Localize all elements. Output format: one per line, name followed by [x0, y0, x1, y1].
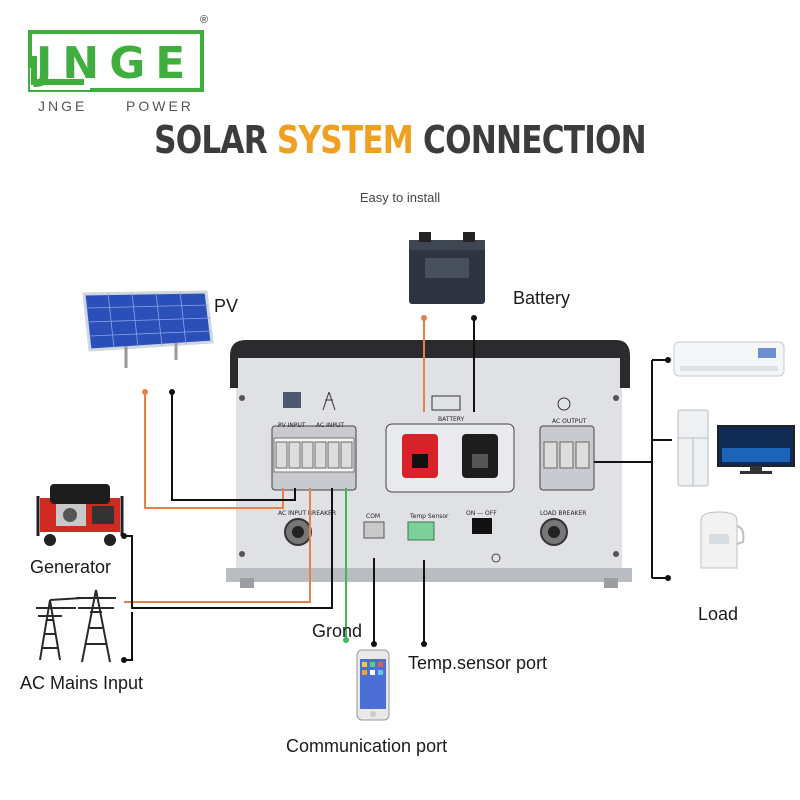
refrigerator-icon	[677, 409, 709, 487]
page-title: SOLAR SYSTEM CONNECTION	[72, 118, 728, 162]
label-ground: Grond	[312, 621, 363, 641]
smartphone-icon	[356, 649, 390, 721]
panel-label-ac-input-breaker: AC INPUT BREAKER	[278, 510, 337, 517]
panel-label-battery: BATTERY	[438, 416, 465, 423]
power-pylon-icon	[36, 589, 116, 663]
title-word-2: SYSTEM	[276, 118, 414, 162]
inverter-unit	[226, 340, 632, 588]
label-load: Load	[698, 604, 739, 624]
logo: JNGE ®	[28, 14, 208, 94]
label-pv: PV	[214, 296, 239, 316]
title-word-3: CONNECTION	[423, 118, 647, 162]
label-ac-mains: AC Mains Input	[20, 673, 144, 693]
panel-label-switch: ON — OFF	[466, 510, 497, 517]
label-battery: Battery	[513, 288, 571, 308]
panel-label-ac-output: AC OUTPUT	[552, 418, 587, 425]
panel-label-pv-input: PV INPUT	[278, 422, 306, 429]
panel-label-ac-input: AC INPUT	[316, 422, 345, 429]
logo-text: JNGE	[36, 38, 196, 89]
generator-icon	[36, 484, 124, 546]
subtitle: Easy to install	[359, 190, 441, 205]
panel-label-load-breaker: LOAD BREAKER	[540, 510, 587, 517]
battery-icon	[409, 232, 485, 304]
title-word-1: SOLAR	[154, 118, 268, 162]
panel-label-com: COM	[366, 513, 381, 520]
label-generator: Generator	[30, 557, 112, 577]
logo-subtitle-left: JNGE	[38, 98, 88, 114]
panel-label-temp-sensor: Temp Sensor	[410, 513, 449, 520]
logo-mark	[28, 30, 204, 92]
solar-panel-icon	[82, 290, 214, 368]
television-icon	[717, 425, 795, 474]
logo-subtitle-right: POWER	[126, 98, 194, 114]
air-conditioner-icon	[673, 341, 785, 377]
kettle-icon	[700, 511, 745, 569]
label-temp-sensor: Temp.sensor port	[408, 653, 548, 673]
label-communication: Communication port	[286, 736, 448, 756]
registered-mark: ®	[200, 14, 209, 26]
